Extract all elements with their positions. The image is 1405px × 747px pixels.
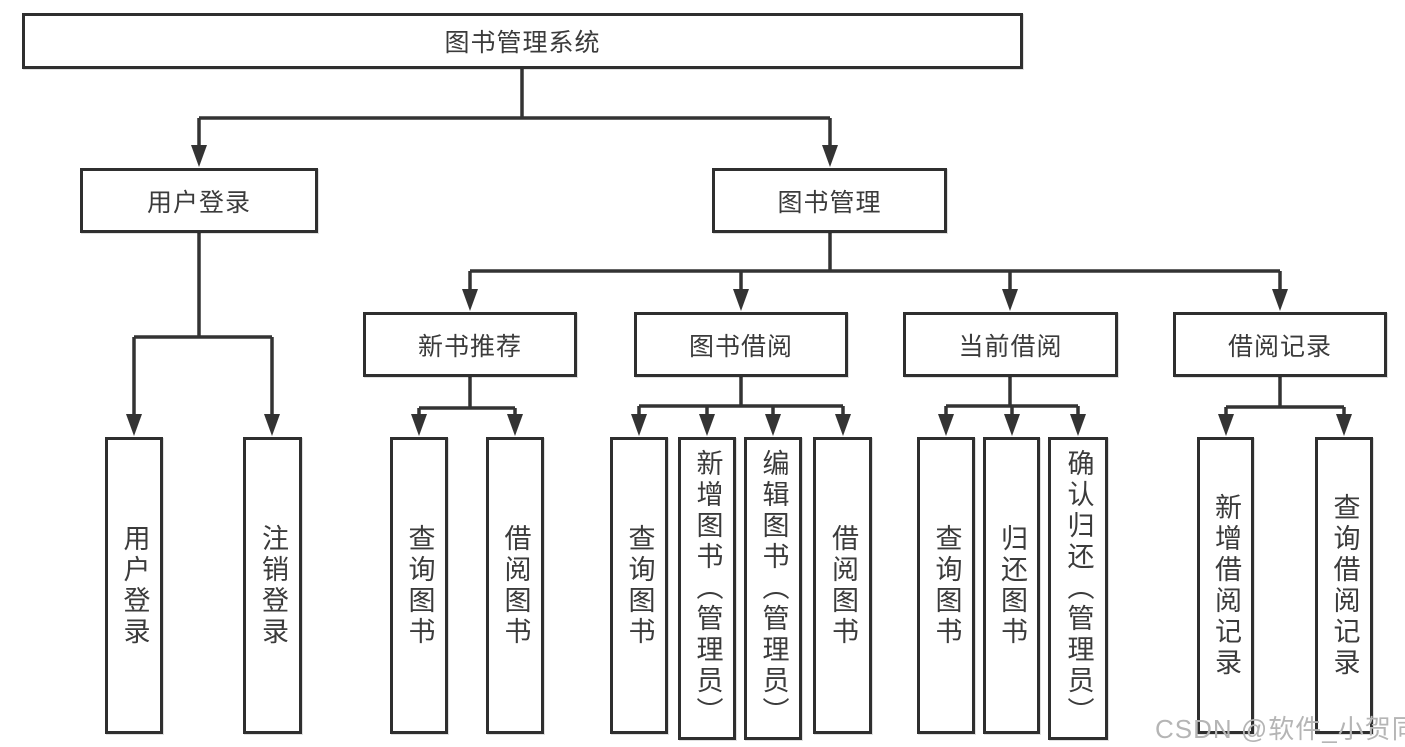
leaf-return-books: 归还图书: [983, 437, 1040, 734]
node-book-borrow: 图书借阅: [634, 312, 848, 377]
leaf-label: 查询图书: [404, 523, 435, 648]
node-current-borrow: 当前借阅: [903, 312, 1118, 377]
leaf-label: 查询图书: [931, 523, 962, 648]
leaf-query-borrow-record: 查询借阅记录: [1315, 437, 1373, 734]
leaf-label: 新增借阅记录: [1211, 492, 1241, 679]
leaf-add-borrow-record: 新增借阅记录: [1197, 437, 1254, 734]
leaf-confirm-return-admin: 确认归还（管理员）: [1048, 437, 1108, 740]
leaf-label: 借阅图书: [500, 523, 531, 648]
csdn-watermark: CSDN @软件_小贺同学: [1155, 714, 1405, 744]
leaf-add-books-admin: 新增图书（管理员）: [678, 437, 736, 740]
leaf-label: 用户登录: [119, 523, 150, 648]
leaf-query-books-borrow: 查询图书: [610, 437, 668, 734]
leaf-borrow-books-recommend: 借阅图书: [486, 437, 544, 734]
node-borrow-records: 借阅记录: [1173, 312, 1387, 377]
leaf-logout: 注销登录: [243, 437, 302, 734]
arrowheads: [126, 145, 1352, 436]
leaf-label: 查询图书: [624, 523, 655, 648]
leaf-label: 确认归还（管理员）: [1063, 449, 1094, 728]
leaf-label: 编辑图书（管理员）: [758, 449, 789, 728]
node-new-book-recommend: 新书推荐: [363, 312, 577, 377]
leaf-label: 借阅图书: [828, 523, 858, 648]
leaf-label: 新增图书（管理员）: [692, 449, 723, 728]
leaf-query-books-recommend: 查询图书: [390, 437, 448, 734]
leaf-label: 归还图书: [997, 523, 1027, 648]
leaf-edit-books-admin: 编辑图书（管理员）: [744, 437, 802, 740]
leaf-label: 查询借阅记录: [1329, 492, 1360, 679]
node-user-login: 用户登录: [80, 168, 318, 233]
leaf-user-login: 用户登录: [105, 437, 163, 734]
leaf-query-books-current: 查询图书: [917, 437, 975, 734]
node-book-management: 图书管理: [712, 168, 947, 233]
leaf-borrow-books: 借阅图书: [813, 437, 872, 734]
leaf-label: 注销登录: [258, 523, 288, 648]
node-root: 图书管理系统: [22, 13, 1023, 69]
